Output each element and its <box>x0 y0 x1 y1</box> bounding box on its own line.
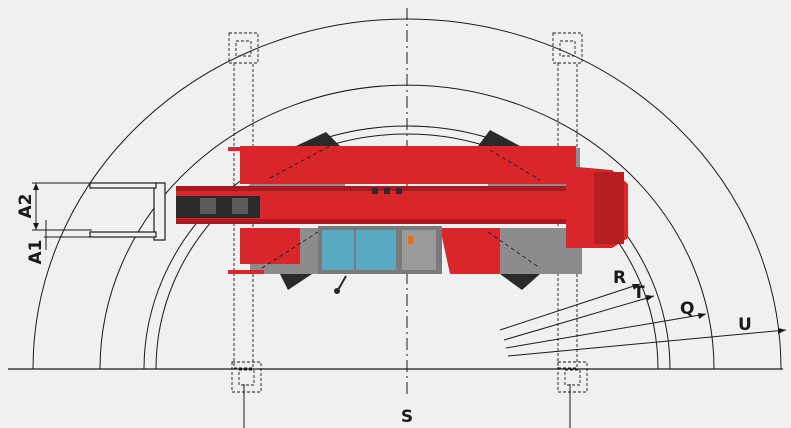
arc-u <box>32 18 782 370</box>
boom-pivot <box>594 172 624 244</box>
stabilizer-left-bottom-pad <box>231 361 262 393</box>
fork-upper <box>89 182 157 189</box>
a2-arrow-top <box>33 183 39 190</box>
arc-r <box>155 133 659 370</box>
label-u: U <box>738 315 752 335</box>
leader-r <box>499 283 641 331</box>
arrow-t <box>646 295 654 301</box>
stabilizer-right-bottom-pad-inner <box>564 369 581 386</box>
a2-arrow-bottom <box>33 223 39 230</box>
stabilizer-right-top-pad <box>552 32 583 64</box>
label-a1: A1 <box>26 240 46 265</box>
wheel-front-left <box>296 132 340 146</box>
radius-leaders <box>499 283 787 357</box>
cab-glass-left <box>322 230 354 270</box>
leader-u <box>507 329 787 357</box>
arrow-r <box>632 284 640 290</box>
label-s: S <box>401 407 413 427</box>
mirror <box>334 288 340 294</box>
label-r: R <box>613 268 626 288</box>
cab-panel <box>402 230 436 270</box>
frame-lower-front <box>240 228 300 264</box>
cab-glass-centre <box>356 230 396 270</box>
label-q: Q <box>680 299 694 319</box>
stabilizer-arm-bottom <box>228 270 264 274</box>
carriage-hinge <box>200 198 216 214</box>
steer-lines <box>261 145 541 269</box>
arrow-u <box>778 328 786 334</box>
label-a2: A2 <box>16 194 36 219</box>
steer-line-rear-left <box>489 149 541 181</box>
wheel-rear-left <box>478 130 520 146</box>
leader-t <box>503 295 655 341</box>
fork-lower <box>89 231 157 238</box>
wheel-front-right <box>280 274 312 290</box>
stabilizer-left-top-pad-inner <box>235 40 252 57</box>
forks <box>89 182 166 241</box>
mirror-arm <box>337 275 347 291</box>
stabilizer-right-bottom-pad <box>557 361 588 393</box>
carriage-cylinder <box>232 198 248 214</box>
stabilizer-right-top-pad-inner <box>559 40 576 57</box>
arc-t <box>143 125 671 370</box>
cab-indicator <box>408 236 413 244</box>
stabilizer-arm-top <box>228 147 264 151</box>
vent-2 <box>384 188 390 194</box>
vent-1 <box>372 188 378 194</box>
stabilizer-left-bottom-pad-inner <box>238 369 255 386</box>
vent-3 <box>396 188 402 194</box>
steer-line-rear-right <box>487 231 541 269</box>
machine <box>176 130 628 294</box>
stabilizer-left-top-pad <box>228 32 259 64</box>
leader-q <box>505 313 707 349</box>
wheel-rear-right <box>500 274 540 290</box>
frame-lower-rear <box>440 228 500 274</box>
arrow-q <box>698 313 706 319</box>
frame-upper <box>240 146 576 184</box>
fork-backrest <box>153 182 166 241</box>
fork-dimensions <box>32 182 92 250</box>
boom-bottom-edge <box>176 219 616 224</box>
steer-line-front-left <box>269 145 331 179</box>
label-t: T <box>633 283 645 303</box>
